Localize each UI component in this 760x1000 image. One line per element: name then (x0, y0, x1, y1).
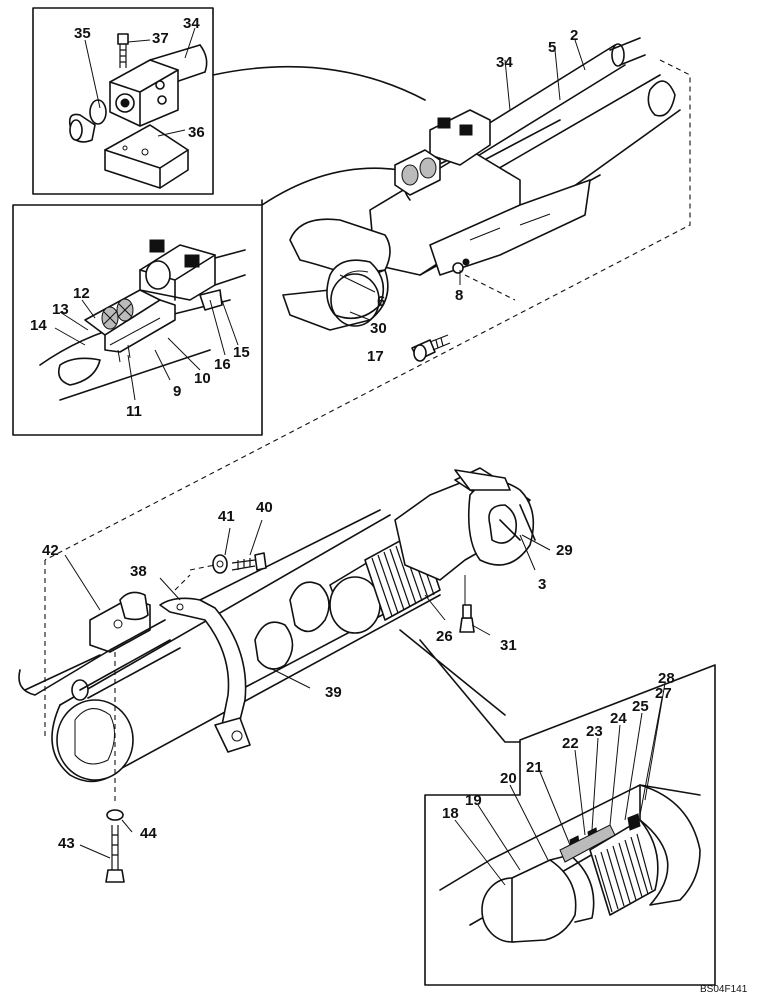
callout-44: 44 (140, 825, 157, 842)
callout-14: 14 (30, 317, 47, 334)
callout-6: 6 (377, 293, 385, 310)
callout-37: 37 (152, 30, 169, 47)
inset-rod-guide (12, 199, 263, 436)
callout-29: 29 (556, 542, 573, 559)
callout-42: 42 (42, 542, 59, 559)
callout-21: 21 (526, 759, 543, 776)
callout-30: 30 (370, 320, 387, 337)
callout-23: 23 (586, 723, 603, 740)
inset3-connector (399, 629, 521, 743)
callout-34: 34 (496, 54, 513, 71)
callout-12: 12 (73, 285, 90, 302)
cylinder-tube-assembly (18, 467, 551, 883)
inset-port-block (32, 7, 214, 195)
callout-38: 38 (130, 563, 147, 580)
callout-40: 40 (256, 499, 273, 516)
callout-28: 28 (658, 670, 675, 687)
inset1-connector (212, 65, 426, 101)
upper-dash-outline (44, 59, 691, 561)
callout-27: 27 (655, 685, 672, 702)
callout-25: 25 (632, 698, 649, 715)
callout-19: 19 (465, 792, 482, 809)
callout-9: 9 (173, 383, 181, 400)
callout-22: 22 (562, 735, 579, 752)
inset2-connector (261, 167, 401, 206)
callout-5: 5 (548, 39, 556, 56)
callout-20: 20 (500, 770, 517, 787)
callout-15: 15 (233, 344, 250, 361)
callout-13: 13 (52, 301, 69, 318)
callout-35: 35 (74, 25, 91, 42)
callout-16: 16 (214, 356, 231, 373)
callout-34: 34 (183, 15, 200, 32)
callout-18: 18 (442, 805, 459, 822)
callout-3: 3 (538, 576, 546, 593)
callout-41: 41 (218, 508, 235, 525)
callout-11: 11 (126, 403, 142, 420)
callout-8: 8 (455, 287, 463, 304)
callout-24: 24 (610, 710, 627, 727)
callout-labels: 35 37 34 36 2 5 34 6 8 30 17 12 13 14 15… (30, 15, 675, 852)
callout-17: 17 (367, 348, 384, 365)
callout-43: 43 (58, 835, 75, 852)
drawing-code: BS04F141 (700, 984, 748, 995)
callout-2: 2 (570, 27, 578, 44)
callout-36: 36 (188, 124, 205, 141)
callout-39: 39 (325, 684, 342, 701)
callout-26: 26 (436, 628, 453, 645)
callout-10: 10 (194, 370, 211, 387)
callout-31: 31 (500, 637, 517, 654)
inset-piston-seals (424, 664, 716, 986)
rod-assembly (282, 37, 681, 362)
